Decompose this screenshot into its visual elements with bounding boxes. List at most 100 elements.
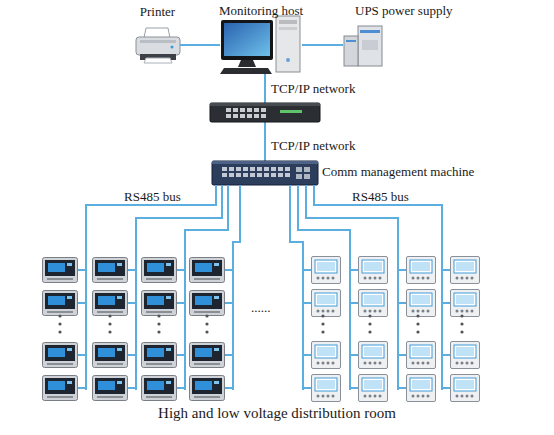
meter-device bbox=[142, 258, 186, 283]
switch-ports bbox=[226, 108, 266, 118]
meter-device bbox=[442, 257, 480, 284]
bus-wire bbox=[298, 185, 350, 390]
monitor-stand bbox=[238, 60, 256, 67]
monitor-frame bbox=[221, 20, 273, 60]
meter-device bbox=[442, 375, 480, 402]
printer-led bbox=[171, 46, 174, 49]
comm-ports bbox=[222, 167, 290, 177]
comm-module bbox=[304, 167, 310, 172]
node-label: UPS power supply bbox=[355, 3, 485, 18]
meter-device bbox=[93, 258, 137, 283]
comm-bevel bbox=[212, 161, 318, 164]
network-label: TCP/IP network bbox=[271, 138, 355, 153]
comm-machine-node: Comm management machine bbox=[212, 161, 318, 185]
meter-device bbox=[303, 290, 341, 317]
monitor-screen bbox=[224, 23, 270, 56]
comm-module bbox=[304, 174, 310, 179]
continuation-dots bbox=[205, 314, 208, 333]
continuation-dots bbox=[368, 314, 371, 333]
meter-device bbox=[93, 291, 137, 316]
bus-wires bbox=[86, 185, 442, 390]
node-label: Comm management machine bbox=[322, 164, 497, 179]
continuation-dots bbox=[460, 314, 463, 333]
meter-device bbox=[442, 290, 480, 317]
connector-line bbox=[302, 44, 343, 46]
continuation-dots bbox=[416, 314, 419, 333]
continuation-dots bbox=[58, 314, 61, 333]
meter-device bbox=[398, 375, 436, 402]
switch-bevel bbox=[210, 103, 320, 106]
continuation-dots bbox=[108, 314, 111, 333]
printer-output bbox=[144, 58, 172, 63]
comm-module bbox=[296, 167, 302, 172]
ups-panel bbox=[362, 40, 378, 50]
meter-device bbox=[303, 257, 341, 284]
ups-cabinet bbox=[358, 26, 382, 66]
printer-node: Printer bbox=[135, 28, 180, 62]
meter-device bbox=[303, 342, 341, 369]
switch-leds bbox=[280, 110, 302, 113]
printer-body bbox=[136, 37, 180, 55]
bus-wire bbox=[290, 185, 303, 390]
connector-line bbox=[180, 44, 220, 46]
node-label: Printer bbox=[129, 4, 186, 19]
meter-device bbox=[93, 376, 137, 401]
network-label: TCP/IP network bbox=[271, 81, 355, 96]
meter-group bbox=[43, 258, 234, 401]
meter-device bbox=[142, 343, 186, 368]
ups-icon bbox=[344, 26, 382, 66]
bus-label: RS485 bus bbox=[124, 189, 181, 204]
meter-device bbox=[190, 258, 234, 283]
network-line bbox=[264, 74, 266, 103]
printer-slot bbox=[140, 40, 176, 43]
bus-wire bbox=[233, 185, 240, 390]
meter-device bbox=[43, 343, 87, 368]
comm-machine-icon bbox=[212, 161, 318, 185]
switch-icon bbox=[210, 103, 320, 122]
comm-module bbox=[296, 174, 302, 179]
meter-device bbox=[190, 343, 234, 368]
ups-battery bbox=[344, 36, 358, 66]
bus-label: RS485 bus bbox=[352, 189, 409, 204]
pc-tower bbox=[276, 16, 300, 72]
ups-stripe bbox=[346, 40, 356, 42]
meter-group bbox=[303, 257, 480, 402]
meter-device bbox=[303, 375, 341, 402]
meter-device bbox=[350, 375, 388, 402]
network-line bbox=[264, 122, 266, 161]
pc-power bbox=[286, 58, 290, 62]
caption: High and low voltage distribution room bbox=[0, 404, 554, 422]
ellipsis-mark: ...... bbox=[251, 300, 271, 315]
node-label: Monitoring host bbox=[206, 3, 316, 18]
comm-body bbox=[212, 161, 318, 185]
printer-icon bbox=[136, 28, 180, 63]
meter-device bbox=[190, 376, 234, 401]
pc-drive bbox=[279, 27, 297, 30]
switch-body bbox=[210, 103, 320, 122]
ups-node: UPS power supply bbox=[343, 25, 385, 65]
ups-stripe bbox=[360, 30, 380, 33]
meter-device bbox=[142, 291, 186, 316]
meter-device bbox=[350, 257, 388, 284]
continuation-dots bbox=[157, 314, 160, 333]
meter-device bbox=[43, 291, 87, 316]
meter-device bbox=[398, 290, 436, 317]
meter-device bbox=[43, 258, 87, 283]
meter-device bbox=[398, 342, 436, 369]
meter-device bbox=[442, 342, 480, 369]
continuation-dots bbox=[321, 314, 324, 333]
monitoring-host-node: Monitoring host bbox=[220, 16, 302, 74]
computer-icon bbox=[220, 16, 300, 74]
meter-device bbox=[398, 257, 436, 284]
pc-drive bbox=[279, 20, 297, 24]
meter-device bbox=[190, 291, 234, 316]
meter-device bbox=[350, 290, 388, 317]
meter-device bbox=[350, 342, 388, 369]
meter-device bbox=[142, 376, 186, 401]
keyboard bbox=[220, 68, 272, 74]
meter-device bbox=[93, 343, 137, 368]
meter-device bbox=[43, 376, 87, 401]
